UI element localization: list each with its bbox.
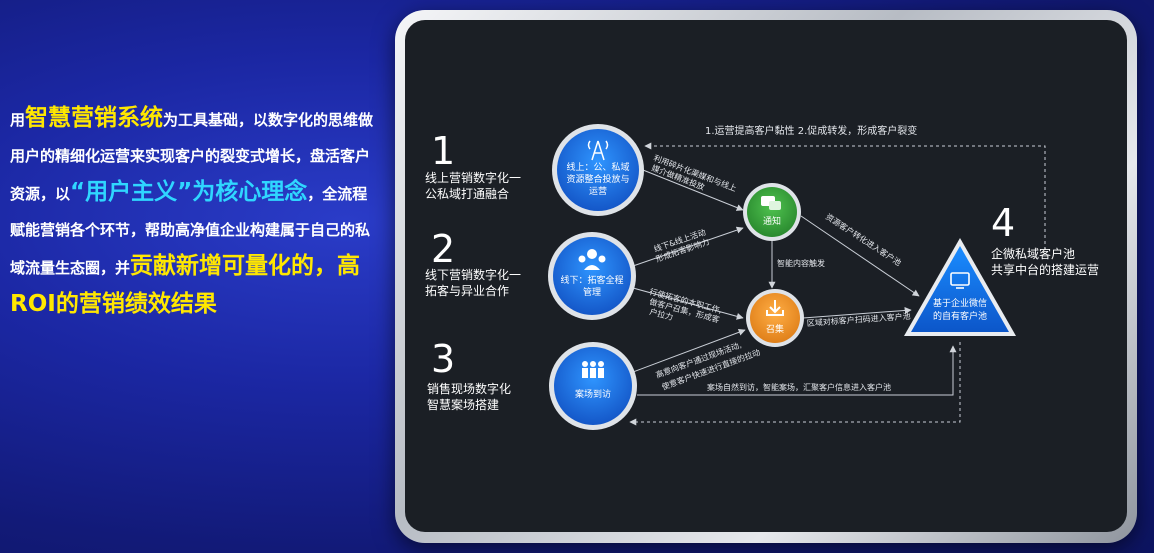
step-circle-2[interactable]: 线下：拓客全程 管理 xyxy=(548,232,636,320)
people-icon xyxy=(582,361,604,378)
step-circle-1-line3: 运营 xyxy=(589,185,607,197)
chat-icon xyxy=(761,196,781,210)
step-circle-3-line1: 案场到访 xyxy=(575,388,611,400)
pool-label-2: 的自有客户池 xyxy=(933,310,987,322)
step-circle-1-line1: 线上：公、私域 xyxy=(566,161,629,173)
download-icon xyxy=(766,300,784,316)
step-circle-2-line2: 管理 xyxy=(583,286,601,298)
tablet-screen: 1.运营提高客户黏性 2.促成转发，形成客户裂变 利用碎片化渠媒和与线上 媒介做… xyxy=(405,20,1127,532)
edge-label-bottom: 案场自然到访，智能案场，汇聚客户信息进入客户池 xyxy=(707,382,891,392)
notify-label: 通知 xyxy=(763,215,781,227)
notify-hub[interactable]: 通知 xyxy=(743,183,801,241)
step-number-3: 3 xyxy=(431,337,455,381)
step-circle-3[interactable]: 案场到访 xyxy=(549,342,637,430)
step-circle-2-line1: 线下：拓客全程 xyxy=(560,274,623,286)
step-number-2: 2 xyxy=(431,227,455,271)
pool-label-1: 基于企业微信 xyxy=(933,297,987,309)
step-title-3b: 智慧案场搭建 xyxy=(427,397,499,412)
step-circle-1[interactable]: 线上：公、私域 资源整合投放与 运营 xyxy=(552,124,644,216)
edge-notify-pool xyxy=(800,215,920,297)
step-title-1a: 线上营销数字化一 xyxy=(425,170,521,185)
connectors xyxy=(629,142,1046,426)
intro-text: 用智慧营销系统为工具基础，以数字化的思维做用户的精细化运营来实现客户的裂变式增长… xyxy=(10,100,380,324)
step-title-1b: 公私域打通融合 xyxy=(425,186,509,201)
edge-label-gather-pool: 区域对标客户扫码进入客户池 xyxy=(806,311,910,328)
gather-label: 召集 xyxy=(766,323,784,335)
edge-offline-gather xyxy=(632,287,744,320)
customer-pool[interactable]: 基于企业微信 的自有客户池 xyxy=(904,238,1016,336)
step-number-1: 1 xyxy=(431,129,455,173)
step-title-2a: 线下营销数字化一 xyxy=(425,267,521,282)
flow-diagram: 1.运营提高客户黏性 2.促成转发，形成客户裂变 利用碎片化渠媒和与线上 媒介做… xyxy=(425,124,1099,430)
edge-label-top: 1.运营提高客户黏性 2.促成转发，形成客户裂变 xyxy=(705,124,917,137)
pool-title-a: 企微私域客户池 xyxy=(991,246,1075,261)
monitor-icon xyxy=(950,272,970,289)
intro-highlight-result: 贡献新增可量化的，高ROI的营销绩效结果 xyxy=(10,253,361,317)
step-circle-1-line2: 资源整合投放与 xyxy=(566,173,629,185)
edge-pool-to-site xyxy=(629,342,961,426)
edge-online-notify xyxy=(642,169,744,211)
intro-highlight-concept: “用户主义”为核心理念 xyxy=(70,179,308,205)
edge-gather-pool xyxy=(802,306,912,319)
edge-label-mid: 智能内容触发 xyxy=(777,258,825,268)
gather-hub[interactable]: 召集 xyxy=(746,289,804,347)
pool-title-b: 共享中台的搭建运营 xyxy=(991,262,1099,277)
step-title-3a: 销售现场数字化 xyxy=(427,381,511,396)
tower-icon xyxy=(587,140,609,161)
intro-text-2: 为工具基础，以数字化的思维做用户的精细化运营来实现客户的裂变式增长，盘活客户资源… xyxy=(10,111,374,203)
intro-text-1: 用 xyxy=(10,111,26,129)
step-title-2b: 拓客与异业合作 xyxy=(425,283,509,298)
intro-text-3: ，全流程赋能营销各个环节，帮助高净值企业构建属于自己的私域流量生态圈，并 xyxy=(10,185,371,277)
edge-site-pool xyxy=(637,345,957,396)
intro-highlight-system: 智慧营销系统 xyxy=(25,105,164,131)
edge-site-gather xyxy=(632,328,746,373)
team-icon xyxy=(578,249,606,270)
edge-offline-notify xyxy=(632,226,744,267)
pool-number: 4 xyxy=(991,201,1015,245)
edge-pool-to-online xyxy=(644,142,1046,250)
